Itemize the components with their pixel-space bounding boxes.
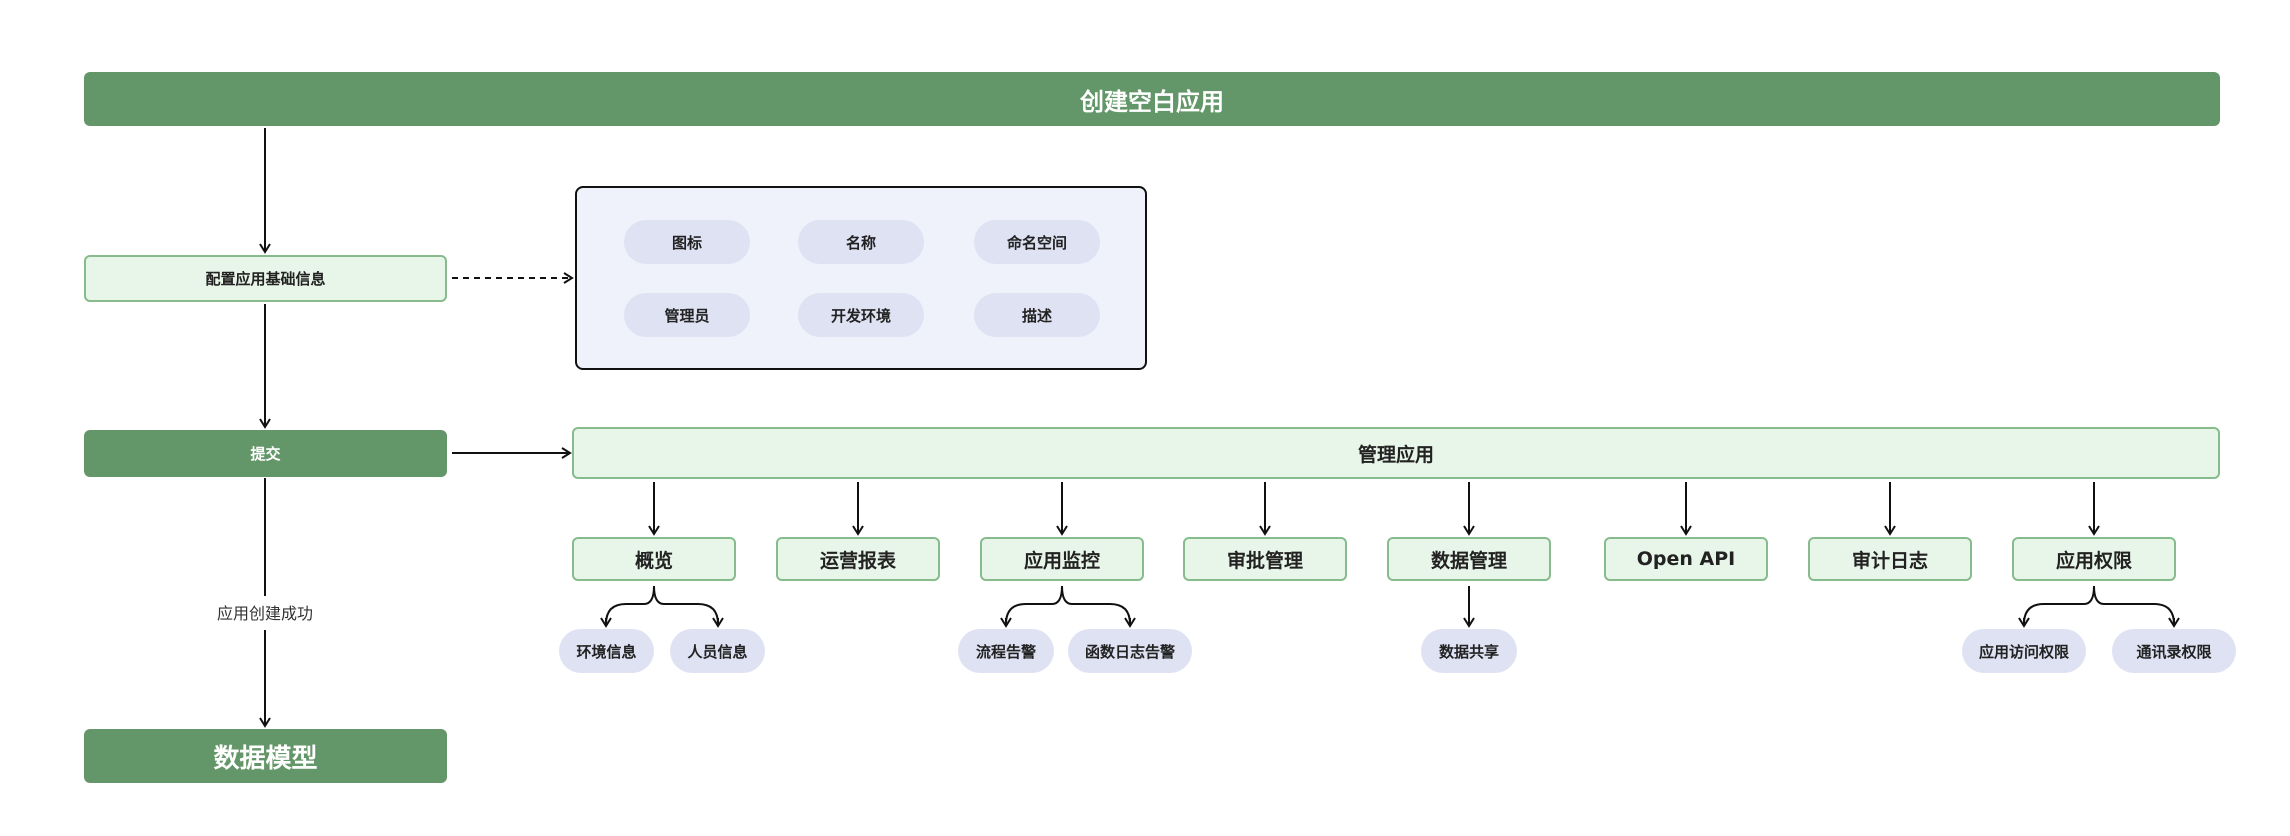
submit-step: 提交 [84, 430, 447, 477]
module-label: 审计日志 [1851, 549, 1928, 572]
sub-item-label: 应用访问权限 [1978, 642, 2069, 661]
sub-item-label: 通讯录权限 [2136, 642, 2212, 661]
sub-app-access-permission: 应用访问权限 [1962, 629, 2086, 673]
module-label: 应用监控 [1023, 549, 1100, 572]
field-pill-icon: 图标 [624, 220, 750, 264]
config-basic-info-step: 配置应用基础信息 [84, 255, 447, 302]
field-pill-label: 开发环境 [830, 306, 891, 325]
sub-env-info: 环境信息 [559, 629, 654, 673]
sub-item-label: 人员信息 [687, 642, 748, 661]
module-data-management: 数据管理 [1387, 537, 1551, 581]
field-pill-label: 图标 [671, 233, 702, 252]
manage-app-bar: 管理应用 [572, 427, 2220, 479]
brace-monitor [1005, 585, 1131, 625]
field-pill-label: 命名空间 [1006, 233, 1067, 252]
module-audit-log: 审计日志 [1808, 537, 1972, 581]
create-blank-app-title: 创建空白应用 [1080, 87, 1224, 116]
module-app-monitor: 应用监控 [980, 537, 1144, 581]
module-overview: 概览 [572, 537, 736, 581]
field-pill-description: 描述 [974, 293, 1100, 337]
data-model-label: 数据模型 [213, 743, 318, 774]
brace-overview [605, 585, 719, 625]
module-app-permission: 应用权限 [2012, 537, 2176, 581]
module-label: 审批管理 [1226, 549, 1303, 572]
field-pill-name: 名称 [798, 220, 924, 264]
module-approval-management: 审批管理 [1183, 537, 1347, 581]
module-label: 运营报表 [819, 549, 896, 572]
sub-item-label: 环境信息 [576, 642, 637, 661]
app-created-success-label: 应用创建成功 [185, 600, 345, 626]
field-pill-label: 管理员 [664, 306, 710, 325]
field-pill-admin: 管理员 [624, 293, 750, 337]
brace-permission [2023, 585, 2175, 625]
config-basic-info-label: 配置应用基础信息 [205, 270, 326, 288]
create-blank-app-bar: 创建空白应用 [84, 72, 2220, 126]
module-label: 概览 [634, 549, 673, 572]
module-label: 数据管理 [1430, 549, 1507, 572]
data-model-bar: 数据模型 [84, 729, 447, 783]
app-fields-panel [575, 186, 1147, 370]
field-pill-label: 名称 [845, 233, 876, 252]
module-open-api: Open API [1604, 537, 1768, 581]
sub-member-info: 人员信息 [670, 629, 765, 673]
field-pill-dev-env: 开发环境 [798, 293, 924, 337]
field-pill-namespace: 命名空间 [974, 220, 1100, 264]
sub-data-share: 数据共享 [1421, 629, 1517, 673]
sub-item-label: 函数日志告警 [1084, 642, 1175, 661]
field-pill-label: 描述 [1021, 306, 1052, 325]
sub-function-log-alert: 函数日志告警 [1068, 629, 1192, 673]
sub-process-alert: 流程告警 [958, 629, 1054, 673]
sub-contacts-permission: 通讯录权限 [2112, 629, 2236, 673]
module-label: 应用权限 [2055, 549, 2132, 572]
submit-label: 提交 [250, 445, 281, 463]
manage-app-label: 管理应用 [1357, 443, 1434, 466]
sub-item-label: 流程告警 [975, 642, 1036, 661]
module-label: Open API [1636, 548, 1736, 570]
module-operation-report: 运营报表 [776, 537, 940, 581]
sub-item-label: 数据共享 [1438, 642, 1499, 661]
